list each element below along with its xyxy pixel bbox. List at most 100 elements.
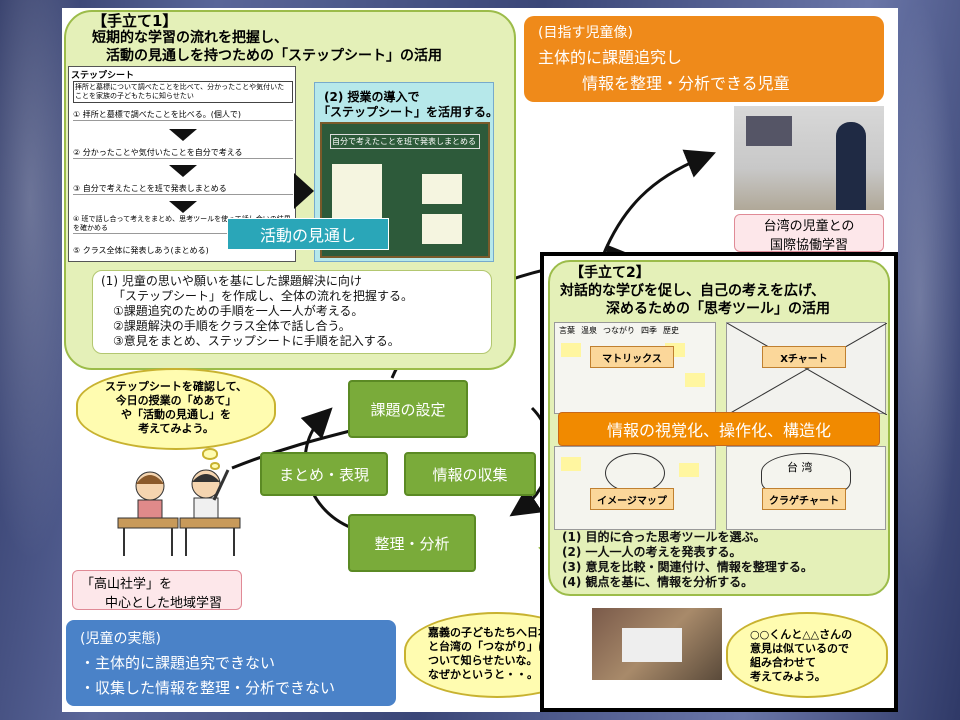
step1-arrow-icon	[294, 173, 314, 209]
cycle-summary: まとめ・表現	[260, 452, 388, 496]
bubble-right-4: 考えてみよう。	[750, 670, 826, 683]
bubble-mid-2: と台湾の「つながり」に	[428, 640, 549, 653]
student-1-hair	[136, 475, 164, 484]
step-sheet-label: ステップシート	[71, 71, 135, 81]
step-sheet-step-2: ② 分かったことや気付いたことを自分で考える	[73, 147, 293, 159]
tool-xchart-label: Xチャート	[762, 346, 846, 368]
goal-box: (目指す児童像) 主体的に課題追究し 情報を整理・分析できる児童	[524, 16, 884, 102]
reality-line-2: ・収集した情報を整理・分析できない	[80, 679, 336, 697]
cycle-analysis: 整理・分析	[348, 514, 476, 572]
matrix-header-5: 歴史	[663, 326, 679, 335]
slide: 【手立て1】 短期的な学習の流れを把握し、 活動の見通しを持つための「ステップシ…	[62, 8, 898, 712]
students-illustration	[117, 469, 241, 556]
matrix-note-3	[685, 373, 705, 387]
tool-xchart	[726, 322, 888, 416]
step2-subtitle-2: 深めるための「思考ツール」の活用	[606, 301, 830, 317]
jellyfish-title: 台 湾	[787, 461, 813, 474]
step1-desc-5: ③意見をまとめ、ステップシートに手順を記入する。	[113, 334, 400, 348]
step-sheet-arrow-1	[169, 129, 197, 141]
goal-line-2: 情報を整理・分析できる児童	[582, 74, 790, 93]
goal-label: (目指す児童像)	[538, 25, 633, 41]
step2-line-2: (2) 一人一人の考えを発表する。	[562, 545, 742, 559]
step-sheet-step-5: ⑤ クラス全体に発表しあう(まとめる)	[73, 246, 209, 255]
bubble-mid-1: 嘉義の子どもたちへ日本	[428, 626, 549, 639]
taiwan-photo	[734, 106, 884, 210]
student-2-hair	[192, 474, 220, 482]
bubble-left-4: 考えてみよう。	[138, 422, 214, 435]
imagemap-circle	[605, 453, 665, 493]
taiwan-caption: 台湾の児童との 国際協働学習	[734, 214, 884, 253]
bubble-left-3: や「活動の見通し」を	[121, 408, 231, 421]
takayama-box: 「高山社学」を 中心とした地域学習	[72, 570, 242, 611]
bubble-left-1: ステップシートを確認して、	[104, 380, 248, 393]
reality-label: (児童の実態)	[80, 631, 161, 647]
taiwan-screen	[746, 116, 792, 146]
tool-matrix: 言葉 温泉 つながり 四季 歴史	[554, 322, 716, 414]
goal-line-1: 主体的に課題追究し	[538, 48, 683, 67]
matrix-header-3: つながり	[603, 326, 635, 335]
step2-lines: (1) 目的に合った思考ツールを選ぶ。 (2) 一人一人の考えを発表する。 (3…	[562, 530, 882, 590]
step1-desc-2: 「ステップシート」を作成し、全体の流れを把握する。	[113, 289, 414, 303]
tool-jellyfish-label: クラゲチャート	[762, 488, 846, 510]
bubble-tail-1	[202, 448, 218, 460]
step1-description: (1) 児童の思いや願いを基にした課題解決に向け 「ステップシート」を作成し、全…	[92, 270, 492, 354]
blackboard-note-1	[332, 164, 382, 224]
bubble-mid-3: ついて知らせたいな。	[428, 654, 538, 667]
bubble-right-3: 組み合わせて	[750, 656, 816, 669]
taiwan-student	[836, 122, 866, 210]
step2-title: 【手立て2】	[570, 265, 650, 281]
bubble-left-2: 今日の授業の「めあて」	[115, 394, 237, 407]
step1-desc-4: ②課題解決の手順をクラス全体で話し合う。	[113, 319, 351, 333]
step2-banner: 情報の視覚化、操作化、構造化	[558, 412, 880, 446]
reality-line-1: ・主体的に課題追究できない	[80, 654, 276, 672]
step2-line-4: (4) 観点を基に、情報を分析する。	[562, 575, 754, 589]
imagemap-note-1	[561, 457, 581, 471]
step-sheet-step-4: ④ 班で話し合って考えをまとめ、思考ツールを使って話し合いの結果を確かめる	[73, 215, 293, 234]
photo-paper	[622, 628, 682, 662]
step1-desc-1: (1) 児童の思いや願いを基にした課題解決に向け	[101, 274, 362, 288]
takayama-line-2: 中心とした地域学習	[105, 596, 223, 611]
matrix-header-1: 言葉	[559, 326, 575, 335]
blackboard-photo: 自分で考えたことを班で発表しまとめる	[320, 122, 490, 258]
thought-bubble-left: ステップシートを確認して、 今日の授業の「めあて」 や「活動の見通し」を 考えて…	[76, 368, 276, 450]
vision-label: 活動の見通し	[227, 218, 389, 250]
reality-box: (児童の実態) ・主体的に課題追究できない ・収集した情報を整理・分析できない	[66, 620, 396, 706]
matrix-header-2: 温泉	[581, 326, 597, 335]
step-sheet-arrow-3	[169, 201, 197, 213]
blackboard-note-3	[422, 214, 462, 244]
takayama-line-1: 「高山社学」を	[81, 577, 173, 592]
bubble-right-2: 意見は似ているので	[750, 642, 849, 655]
xchart-lines	[726, 322, 888, 416]
step1-title: 【手立て1】	[92, 12, 178, 30]
tool-imagemap-label: イメージマップ	[590, 488, 674, 510]
matrix-header-row: 言葉 温泉 つながり 四季 歴史	[559, 325, 679, 336]
matrix-header-4: 四季	[641, 326, 657, 335]
cycle-collect: 情報の収集	[404, 452, 536, 496]
intro-title-2: 「ステップシート」を活用する。	[318, 105, 499, 119]
desk-2	[179, 517, 241, 529]
bubble-right-1: ○○くんと△△さんの	[750, 628, 853, 641]
step-sheet-arrow-2	[169, 165, 197, 177]
classroom-photo	[592, 608, 722, 680]
step-sheet: ステップシート 拝所と墓標について調べたことを比べて、分かったことや気付いたこと…	[68, 66, 296, 262]
bubble-tail-2	[210, 462, 220, 470]
imagemap-note-2	[679, 463, 699, 477]
tool-matrix-label: マトリックス	[590, 346, 674, 368]
step2-line-1: (1) 目的に合った思考ツールを選ぶ。	[562, 530, 766, 544]
step-sheet-header: 拝所と墓標について調べたことを比べて、分かったことや気付いたことを家族の子どもた…	[73, 81, 293, 103]
blackboard-caption: 自分で考えたことを班で発表しまとめる	[330, 134, 480, 149]
step2-subtitle-1: 対話的な学びを促し、自己の考えを広げ、	[560, 283, 826, 299]
step1-desc-3: ①課題追究のための手順を一人一人が考える。	[113, 304, 364, 318]
cycle-setting: 課題の設定	[348, 380, 468, 438]
taiwan-line-1: 台湾の児童との	[763, 219, 855, 234]
student-2-arm	[212, 469, 230, 501]
step1-subtitle-1: 短期的な学習の流れを把握し、	[92, 30, 288, 46]
step1-subtitle-2: 活動の見通しを持つための「ステップシート」の活用	[106, 48, 442, 64]
thought-bubble-right: ○○くんと△△さんの 意見は似ているので 組み合わせて 考えてみよう。	[726, 612, 888, 698]
bubble-mid-4: なぜかというと・・。	[428, 668, 538, 681]
intro-title-1: (2) 授業の導入で	[324, 90, 420, 104]
step2-line-3: (3) 意見を比較・関連付け、情報を整理する。	[562, 560, 813, 574]
taiwan-line-2: 国際協働学習	[769, 238, 848, 253]
step-sheet-step-3: ③ 自分で考えたことを班で発表しまとめる	[73, 183, 293, 195]
desk-1	[117, 517, 179, 529]
